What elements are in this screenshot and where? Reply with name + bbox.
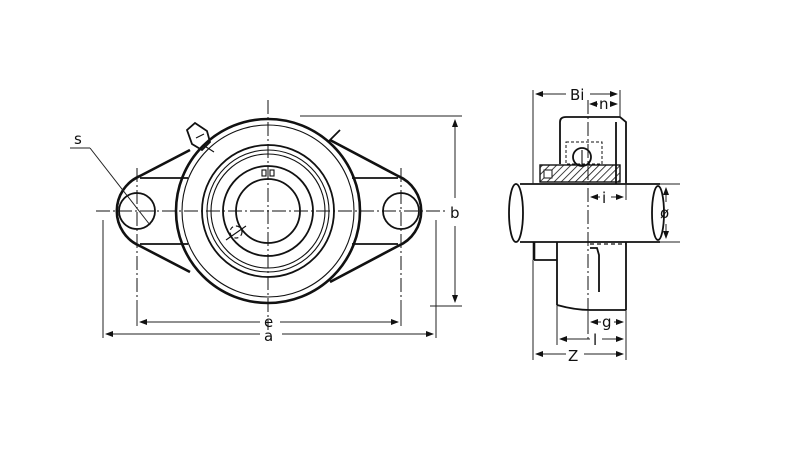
housing-mark — [327, 129, 341, 143]
label-b: b — [450, 204, 460, 222]
dimension-n: n — [589, 95, 618, 113]
label-e: e — [264, 313, 273, 331]
label-i: i — [602, 189, 606, 207]
label-Z: Z — [568, 347, 578, 365]
dimension-b: b — [300, 115, 462, 307]
dimension-i: i — [590, 182, 627, 207]
label-Bi: Bi — [570, 86, 584, 104]
dimension-Z: Z — [532, 260, 624, 365]
dimension-a: a — [102, 220, 437, 345]
housing-upper — [539, 116, 627, 184]
label-a: a — [264, 327, 273, 345]
label-s: s — [74, 130, 82, 148]
dimension-s: s — [70, 130, 151, 226]
housing-lower — [532, 100, 627, 340]
dimension-g: g — [587, 310, 627, 360]
label-diameter: ø — [660, 204, 669, 222]
dimension-Bi: Bi — [532, 86, 621, 184]
label-l: l — [593, 331, 597, 349]
side-view: Bi n i ø g — [508, 86, 680, 365]
label-n: n — [599, 95, 609, 113]
dimension-e: e — [136, 300, 402, 331]
dimension-l: l — [556, 305, 624, 349]
label-g: g — [602, 313, 612, 331]
shaft — [508, 183, 665, 243]
front-view: s b e a — [70, 100, 462, 345]
dimension-diameter: ø — [660, 183, 680, 243]
grease-nipple — [185, 121, 215, 153]
